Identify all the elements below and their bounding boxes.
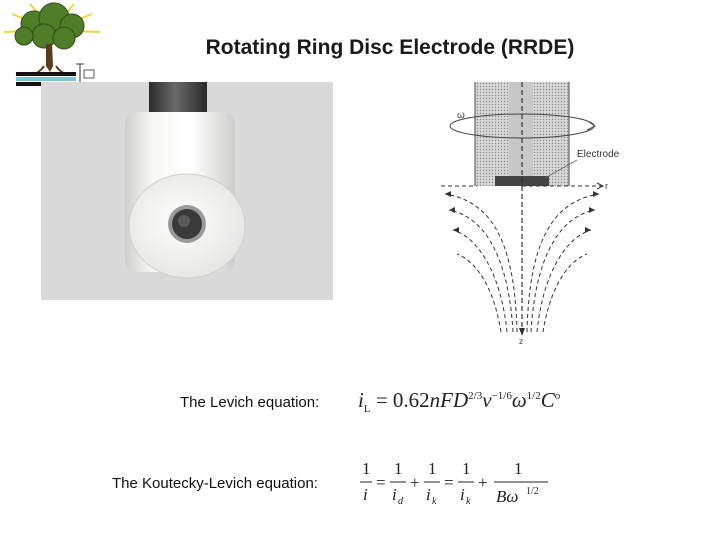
svg-text:i: i <box>363 485 368 504</box>
rrde-electrode-photo <box>41 82 333 300</box>
koutecky-levich-equation: 1 i = 1 i d + 1 i k = 1 i k + 1 Bω 1/2 <box>360 459 548 507</box>
slide-title: Rotating Ring Disc Electrode (RRDE) <box>205 36 575 59</box>
levich-equation-label: The Levich equation: <box>180 394 320 411</box>
svg-text:Bω: Bω <box>496 487 518 506</box>
svg-text:=: = <box>376 473 386 492</box>
svg-text:+: + <box>410 473 420 492</box>
svg-text:+: + <box>478 473 488 492</box>
svg-text:k: k <box>432 496 437 507</box>
omega-symbol: ω <box>457 110 465 121</box>
z-axis-label: z <box>519 337 523 344</box>
koutecky-levich-equation-label: The Koutecky-Levich equation: <box>112 475 318 492</box>
svg-text:1: 1 <box>462 459 471 478</box>
svg-text:1: 1 <box>394 459 403 478</box>
levich-equation: iL = 0.62nFD2/3ν−1/6ω1/2Co <box>358 388 561 416</box>
rde-flow-diagram: ω Electrode r z <box>441 82 620 344</box>
svg-text:i: i <box>426 485 431 504</box>
electrode-label: Electrode <box>577 149 620 160</box>
svg-text:i: i <box>392 485 397 504</box>
svg-text:1: 1 <box>428 459 437 478</box>
svg-text:d: d <box>398 496 404 507</box>
svg-text:1: 1 <box>362 459 371 478</box>
svg-text:1/2: 1/2 <box>526 486 539 497</box>
svg-text:1: 1 <box>514 459 523 478</box>
svg-text:=: = <box>444 473 454 492</box>
svg-text:k: k <box>466 496 471 507</box>
logo-tree-icon <box>3 2 101 93</box>
svg-text:i: i <box>460 485 465 504</box>
r-axis-label: r <box>605 181 608 191</box>
